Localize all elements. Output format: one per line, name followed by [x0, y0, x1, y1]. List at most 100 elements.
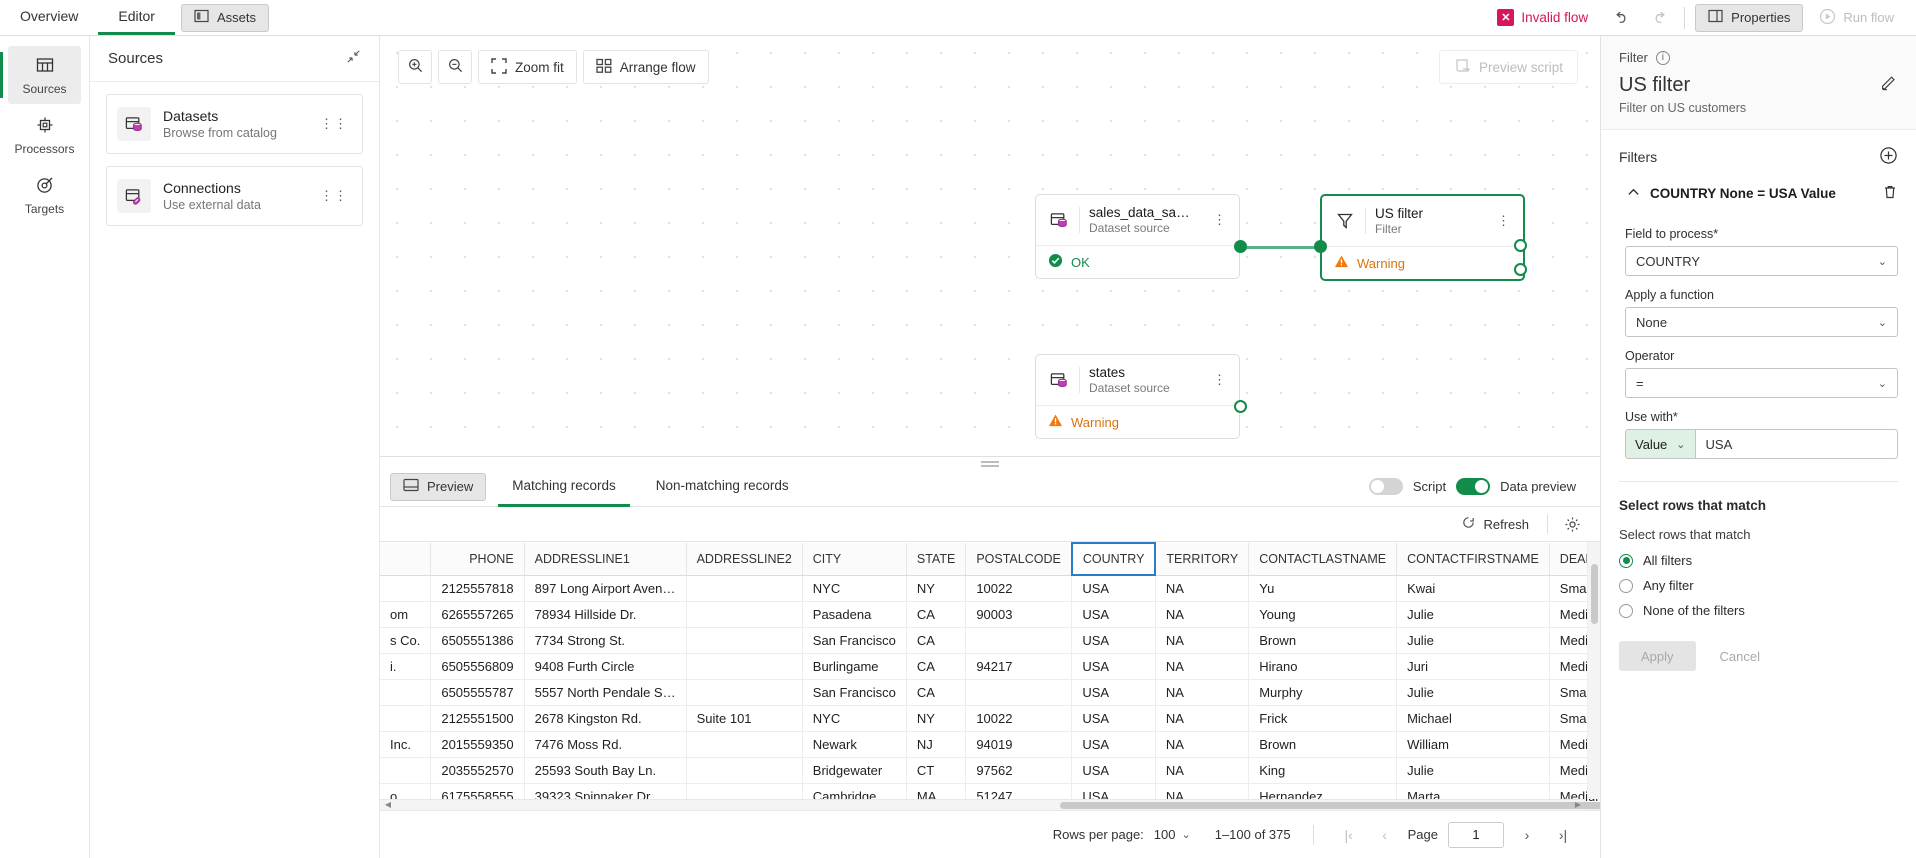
flow-node-states[interactable]: states Dataset source ⋮ Warning: [1035, 354, 1240, 439]
col-header-city[interactable]: CITY: [802, 543, 907, 576]
table-cell[interactable]: USA: [1071, 679, 1156, 706]
col-header-addressline2[interactable]: ADDRESSLINE2: [686, 543, 803, 576]
table-cell[interactable]: NJ: [906, 731, 967, 758]
flow-node-us-filter[interactable]: US filter Filter ⋮ Warning: [1320, 194, 1525, 281]
table-cell[interactable]: Hirano: [1248, 653, 1398, 680]
table-cell[interactable]: USA: [1071, 731, 1156, 758]
zoom-fit-button[interactable]: Zoom fit: [478, 50, 577, 84]
table-cell[interactable]: 6505551386: [430, 627, 525, 654]
table-cell[interactable]: [686, 679, 803, 706]
table-cell[interactable]: Young: [1248, 601, 1398, 628]
table-cell[interactable]: [380, 705, 432, 732]
col-header-state[interactable]: STATE: [906, 543, 967, 576]
table-cell[interactable]: King: [1248, 757, 1398, 784]
col-header-blank[interactable]: [380, 543, 432, 576]
table-cell[interactable]: [686, 575, 803, 602]
use-with-type-select[interactable]: Value ⌄: [1625, 429, 1695, 459]
table-cell[interactable]: NY: [906, 575, 967, 602]
table-cell[interactable]: Suite 101: [686, 705, 803, 732]
table-cell[interactable]: USA: [1071, 601, 1156, 628]
data-grid[interactable]: PHONE ADDRESSLINE1 ADDRESSLINE2 CITY STA…: [380, 541, 1600, 810]
trash-icon[interactable]: [1882, 184, 1898, 203]
properties-button[interactable]: Properties: [1695, 3, 1804, 32]
table-cell[interactable]: NA: [1155, 705, 1250, 732]
table-cell[interactable]: NA: [1155, 653, 1250, 680]
grid-horizontal-scroll-thumb[interactable]: [1060, 802, 1600, 809]
node-menu-icon[interactable]: ⋮: [1497, 213, 1511, 228]
radio-none-of-the-filters[interactable]: None of the filters: [1601, 598, 1916, 623]
pencil-icon[interactable]: [1880, 73, 1898, 97]
arrange-flow-button[interactable]: Arrange flow: [582, 50, 709, 84]
table-cell[interactable]: 97562: [965, 757, 1073, 784]
table-cell[interactable]: NA: [1155, 627, 1250, 654]
tab-overview[interactable]: Overview: [20, 8, 79, 24]
gear-icon[interactable]: [1558, 511, 1586, 537]
page-input[interactable]: [1448, 821, 1504, 848]
redo-icon[interactable]: [1642, 3, 1674, 33]
resize-handle[interactable]: [380, 457, 1600, 467]
preview-button[interactable]: Preview: [390, 472, 487, 501]
table-cell[interactable]: USA: [1071, 705, 1156, 732]
table-cell[interactable]: Kwai: [1396, 575, 1550, 602]
node-input-port[interactable]: [1314, 240, 1327, 253]
apply-button[interactable]: Apply: [1619, 641, 1696, 671]
table-cell[interactable]: [686, 601, 803, 628]
table-cell[interactable]: [686, 627, 803, 654]
table-cell[interactable]: Frick: [1248, 705, 1398, 732]
tab-editor[interactable]: Editor: [98, 0, 175, 35]
tab-non-matching-records[interactable]: Non-matching records: [655, 477, 789, 493]
table-cell[interactable]: 90003: [965, 601, 1073, 628]
table-cell[interactable]: Brown: [1248, 627, 1398, 654]
node-output-port[interactable]: [1234, 240, 1247, 253]
table-cell[interactable]: 94217: [965, 653, 1073, 680]
col-header-territory[interactable]: TERRITORY: [1155, 543, 1250, 576]
table-cell[interactable]: 25593 South Bay Ln.: [524, 757, 687, 784]
table-cell[interactable]: 897 Long Airport Aven…: [524, 575, 687, 602]
col-header-country[interactable]: COUNTRY: [1070, 542, 1157, 576]
prev-page-icon[interactable]: ‹: [1382, 826, 1387, 843]
table-cell[interactable]: om: [380, 601, 432, 628]
table-cell[interactable]: Michael: [1396, 705, 1550, 732]
table-cell[interactable]: 10022: [965, 705, 1073, 732]
filter-item-header[interactable]: COUNTRY None = USA Value: [1601, 178, 1916, 209]
flow-node-sales-data-sample[interactable]: sales_data_sample Dataset source ⋮ OK: [1035, 194, 1240, 279]
grid-horizontal-scrollbar[interactable]: ◀ ▶: [380, 799, 1600, 810]
table-cell[interactable]: i.: [380, 653, 432, 680]
table-cell[interactable]: 78934 Hillside Dr.: [524, 601, 687, 628]
table-cell[interactable]: USA: [1071, 653, 1156, 680]
table-cell[interactable]: Julie: [1396, 627, 1550, 654]
grid-vertical-scrollbar[interactable]: [1587, 542, 1600, 799]
table-cell[interactable]: Murphy: [1248, 679, 1398, 706]
scroll-right-icon[interactable]: ▶: [1574, 800, 1582, 809]
collapse-icon[interactable]: [346, 49, 361, 68]
table-cell[interactable]: Julie: [1396, 679, 1550, 706]
table-cell[interactable]: 2678 Kingston Rd.: [524, 705, 687, 732]
cancel-button[interactable]: Cancel: [1704, 641, 1776, 671]
rail-item-targets[interactable]: Targets: [8, 166, 81, 224]
grid-vertical-scroll-thumb[interactable]: [1591, 564, 1598, 624]
col-header-addressline1[interactable]: ADDRESSLINE1: [524, 543, 687, 576]
zoom-out-button[interactable]: [438, 50, 472, 84]
chevron-up-icon[interactable]: [1627, 186, 1640, 202]
col-header-postalcode[interactable]: POSTALCODE: [965, 543, 1073, 576]
table-cell[interactable]: USA: [1071, 757, 1156, 784]
table-cell[interactable]: Julie: [1396, 601, 1550, 628]
table-cell[interactable]: 2015559350: [430, 731, 525, 758]
field-to-process-select[interactable]: COUNTRY ⌄: [1625, 246, 1898, 276]
table-cell[interactable]: NYC: [802, 705, 907, 732]
source-card-connections[interactable]: Connections Use external data ⋮⋮: [106, 166, 363, 226]
assets-button[interactable]: Assets: [180, 3, 269, 32]
table-cell[interactable]: Brown: [1248, 731, 1398, 758]
table-cell[interactable]: [686, 653, 803, 680]
table-cell[interactable]: William: [1396, 731, 1550, 758]
last-page-icon[interactable]: ›|: [1558, 826, 1568, 843]
undo-icon[interactable]: [1606, 3, 1638, 33]
table-cell[interactable]: [380, 575, 432, 602]
flow-canvas[interactable]: Zoom fit Arrange flow Preview script: [380, 36, 1600, 457]
table-cell[interactable]: 7476 Moss Rd.: [524, 731, 687, 758]
table-cell[interactable]: NA: [1155, 601, 1250, 628]
